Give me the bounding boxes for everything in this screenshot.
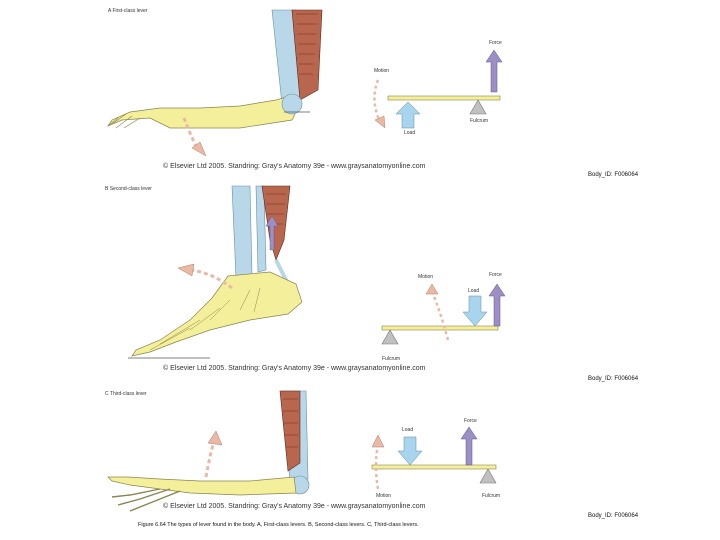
foot-bones-shape	[132, 272, 302, 356]
load-label: Load	[402, 427, 413, 433]
forearm-bone-shape	[108, 477, 296, 495]
figure-caption: Figure 6.64 The types of lever found in …	[138, 522, 419, 528]
load-arrow	[398, 437, 422, 465]
copyright-text: © Elsevier Ltd 2005. Standring: Gray's A…	[163, 163, 426, 170]
fulcrum-label: Fulcrum	[470, 118, 488, 124]
fulcrum-label: Fulcrum	[382, 356, 400, 362]
second-class-illustration	[0, 180, 720, 385]
force-arrow	[461, 427, 477, 465]
load-label: Load	[468, 288, 479, 294]
biceps-muscle-shape	[280, 391, 300, 471]
force-label: Force	[489, 272, 502, 278]
panel-b-title: B Second-class lever	[105, 186, 152, 192]
load-label: Load	[404, 130, 415, 136]
tibia-shape	[232, 186, 252, 278]
body-id: Body_ID: F006064	[588, 172, 638, 178]
load-arrow	[463, 296, 487, 326]
lever-beam	[388, 96, 500, 100]
forearm-bone-shape	[108, 96, 296, 128]
motion-label: Motion	[376, 493, 391, 499]
fulcrum-label: Fulcrum	[482, 493, 500, 499]
force-label: Force	[464, 418, 477, 424]
motion-label: Motion	[374, 68, 389, 74]
panel-second-class-lever: B Second-class lever Motion Force Load F…	[0, 180, 720, 385]
motion-label: Motion	[418, 274, 433, 280]
body-id: Body_ID: F006064	[588, 513, 638, 519]
panel-c-title: C Third-class lever	[105, 391, 147, 397]
force-label: Force	[489, 40, 502, 46]
copyright-text: © Elsevier Ltd 2005. Standring: Gray's A…	[163, 365, 426, 372]
force-arrow	[486, 50, 502, 92]
first-class-illustration	[0, 0, 720, 180]
panel-third-class-lever: C Third-class lever Motion Force Load Fu…	[0, 385, 720, 525]
load-arrow	[396, 102, 420, 128]
fulcrum-triangle	[470, 100, 486, 114]
copyright-text: © Elsevier Ltd 2005. Standring: Gray's A…	[163, 503, 426, 510]
body-id: Body_ID: F006064	[588, 376, 638, 382]
force-arrow	[489, 284, 505, 326]
elbow-joint-shape	[282, 94, 302, 114]
lever-beam	[372, 465, 496, 469]
panel-first-class-lever: A First-class lever Motion Force Load Fu…	[0, 0, 720, 180]
panel-a-title: A First-class lever	[108, 8, 147, 14]
fulcrum-triangle	[382, 330, 398, 344]
lever-beam	[382, 326, 498, 330]
fulcrum-triangle	[480, 469, 496, 483]
